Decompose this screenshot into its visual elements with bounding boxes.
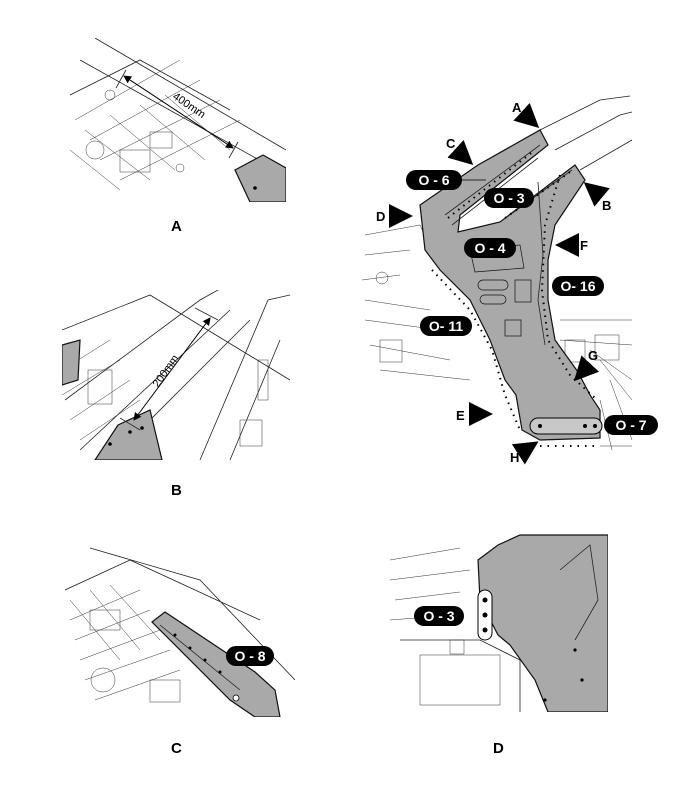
panel-a-drawing xyxy=(69,38,286,202)
panel-a-label: A xyxy=(171,218,182,235)
view-arrow-b: B xyxy=(583,182,611,213)
main-tag-o-11: O- 11 xyxy=(420,316,472,336)
svg-text:H: H xyxy=(510,450,519,465)
svg-text:O - 6: O - 6 xyxy=(418,172,449,188)
panel-a-dimension: 400mm xyxy=(170,91,207,121)
main-tag-o-16: O- 16 xyxy=(552,276,604,296)
panel-b-drawing xyxy=(62,290,290,460)
svg-text:O - 7: O - 7 xyxy=(615,417,646,433)
main-tag-o-4: O - 4 xyxy=(464,238,516,258)
view-arrow-f: F xyxy=(555,233,588,257)
panel-c-drawing xyxy=(65,547,295,717)
svg-text:E: E xyxy=(456,408,465,423)
panel-c-label: C xyxy=(171,740,182,757)
view-arrow-d: D xyxy=(376,204,413,228)
svg-text:O- 16: O- 16 xyxy=(560,278,595,294)
view-arrow-e: E xyxy=(456,402,493,426)
main-tag-o-3: O - 3 xyxy=(484,188,534,208)
svg-text:O- 11: O- 11 xyxy=(429,318,463,334)
svg-text:G: G xyxy=(588,348,598,363)
svg-text:D: D xyxy=(376,209,385,224)
svg-text:O - 8: O - 8 xyxy=(234,648,265,664)
panel-d-drawing xyxy=(389,534,608,712)
panel-c-tag: O - 8 xyxy=(226,646,274,666)
svg-text:O - 3: O - 3 xyxy=(493,190,524,206)
main-view-drawing xyxy=(361,95,633,451)
panel-d-label: D xyxy=(493,740,504,757)
panel-b-dimension: 200mm xyxy=(151,353,182,390)
svg-text:F: F xyxy=(580,238,588,253)
view-arrow-a: A xyxy=(512,100,540,129)
view-arrow-h: H xyxy=(510,441,539,465)
svg-text:A: A xyxy=(512,100,522,115)
svg-text:B: B xyxy=(602,198,611,213)
svg-text:C: C xyxy=(446,136,456,151)
panel-d-tag: O - 3 xyxy=(414,606,464,626)
panel-b-label: B xyxy=(171,482,182,499)
svg-text:O - 4: O - 4 xyxy=(474,240,505,256)
svg-text:O - 3: O - 3 xyxy=(423,608,454,624)
view-arrow-c: C xyxy=(446,136,474,166)
main-tag-o-7: O - 7 xyxy=(604,415,658,435)
main-tag-o-6: O - 6 xyxy=(406,170,486,190)
view-arrow-g: G xyxy=(573,348,600,382)
